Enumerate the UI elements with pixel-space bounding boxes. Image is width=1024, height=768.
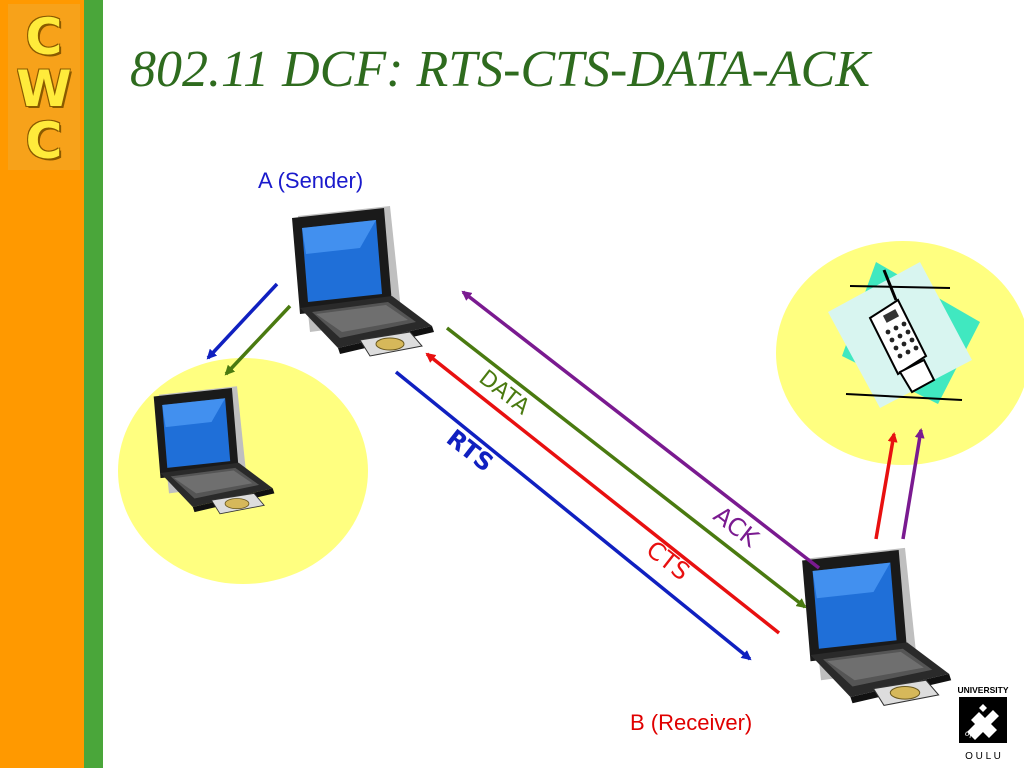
- cwc-logo: C W C: [8, 4, 80, 170]
- sender-label: A (Sender): [258, 168, 364, 193]
- sidebar-green-band: [84, 0, 103, 768]
- university-of-oulu-logo: UNIVERSITY of O U L U: [957, 685, 1008, 762]
- data-arrow: [445, 326, 807, 609]
- cts-arrow: [425, 352, 781, 635]
- logo-letter-c2: C: [25, 112, 63, 170]
- logo-letter-w: W: [16, 60, 72, 118]
- logo-letter-c1: C: [25, 8, 63, 66]
- oulu-text: O U L U: [965, 751, 1001, 762]
- university-text: UNIVERSITY: [957, 685, 1008, 695]
- overheard-data-arrow: [224, 304, 292, 376]
- rts-label: RTS: [441, 424, 498, 478]
- ack-arrow: [461, 290, 821, 570]
- overheard-ack-arrow: [901, 428, 925, 540]
- rts-arrow: [394, 370, 752, 661]
- sender-laptop-icon: [291, 205, 435, 357]
- slide-title: 802.11 DCF: RTS-CTS-DATA-ACK: [130, 41, 871, 98]
- overheard-rts-arrow: [206, 282, 279, 360]
- mobile-phone-icon: [828, 262, 980, 408]
- ack-label: ACK: [708, 501, 764, 554]
- receiver-laptop-icon: [801, 547, 952, 706]
- overheard-cts-arrow: [874, 432, 898, 540]
- of-text: of: [965, 728, 974, 738]
- receiver-label: B (Receiver): [630, 710, 753, 735]
